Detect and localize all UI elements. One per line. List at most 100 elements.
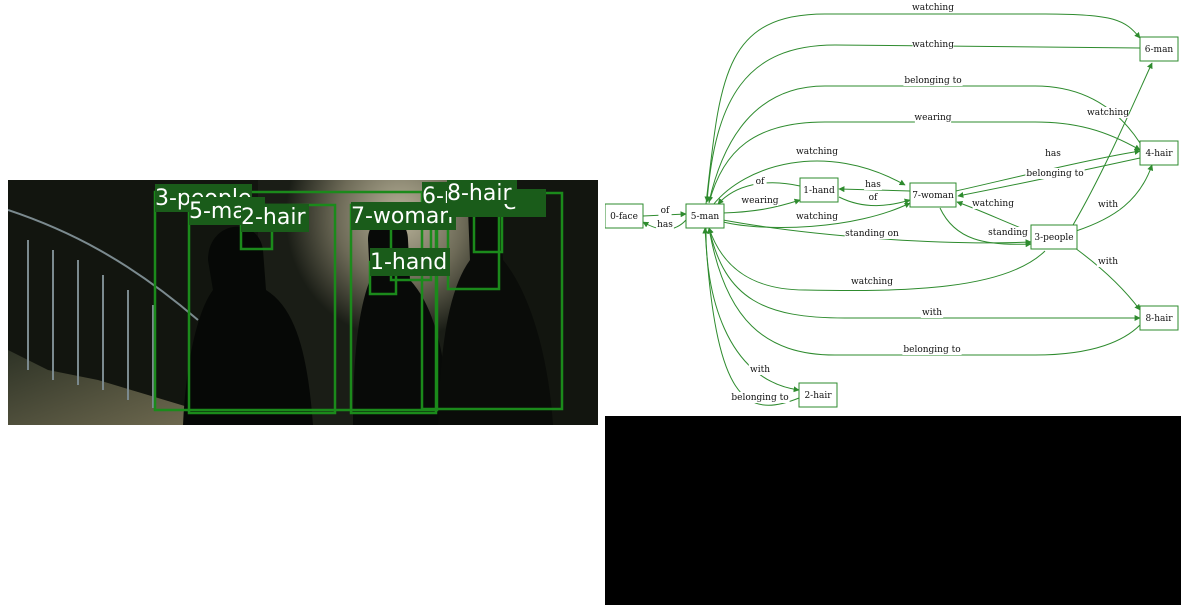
edge-6-man-to-5-man xyxy=(704,44,1141,203)
node-1-hand: 1-hand xyxy=(799,177,839,203)
node-label: 6-man xyxy=(1145,45,1174,55)
graph-edge-labels: watching watching belonging to wearing watch… xyxy=(656,2,1129,403)
edge-label-bg xyxy=(912,39,954,50)
node-label: 2-hair xyxy=(804,391,832,401)
scene-graph-svg: watching watching belonging to wearing watch… xyxy=(604,2,1179,408)
scene-graph: watching watching belonging to wearing watch… xyxy=(604,0,1181,415)
edge-5-man-to-7-woman xyxy=(722,202,911,229)
edge-label-bg xyxy=(656,219,674,230)
node-box xyxy=(1030,224,1078,250)
node-box xyxy=(1139,305,1179,331)
node-box xyxy=(604,203,644,229)
edge-label-2-hair-to-5-man: belonging to xyxy=(731,393,788,403)
det-label-8-hair: 8-hair xyxy=(447,181,512,206)
node-box xyxy=(1139,36,1179,62)
edge-label-0-face-to-5-man: of xyxy=(661,206,670,216)
edge-label-1-hand-to-7-woman: of xyxy=(869,193,878,203)
edge-label-bg xyxy=(1025,168,1085,179)
edge-label-bg xyxy=(972,198,1014,209)
edge-2-hair-to-5-man xyxy=(702,227,800,406)
edge-label-bg xyxy=(851,276,893,287)
edge-label-bg xyxy=(844,228,900,239)
edge-label-bg xyxy=(748,364,772,375)
edge-label-bg xyxy=(903,75,963,86)
edge-label-bg xyxy=(987,227,1043,238)
node-8-hair: 8-hair xyxy=(1139,305,1179,331)
node-label: 0-face xyxy=(610,212,638,222)
edge-label-8-hair-to-5-man: belonging to xyxy=(903,345,960,355)
scene-photo-svg: 3-people 5-man 2-hair 7-woman 0-face 6-m… xyxy=(8,180,598,425)
node-6-man: 6-man xyxy=(1139,36,1179,62)
edge-label-5-man-to-8-hair: with xyxy=(922,308,942,318)
edge-1-hand-to-5-man xyxy=(717,182,801,205)
edge-label-3-people-to-6-man: watching xyxy=(1087,108,1129,118)
edge-label-bg xyxy=(753,176,767,187)
edge-5-man-to-1-hand xyxy=(722,198,801,214)
edge-label-bg xyxy=(912,2,954,13)
node-box xyxy=(798,382,838,408)
edge-label-bg xyxy=(796,211,838,222)
node-label: 8-hair xyxy=(1145,314,1173,324)
node-box xyxy=(799,177,839,203)
edge-label-4-hair-to-7-woman: belonging to xyxy=(1026,169,1083,179)
node-box xyxy=(909,182,957,208)
scene-photo: 3-people 5-man 2-hair 7-woman 0-face 6-m… xyxy=(8,180,598,425)
edge-label-4-hair-to-5-man: belonging to xyxy=(904,76,961,86)
edge-label-bg xyxy=(730,392,790,403)
empty-black-panel xyxy=(605,416,1181,605)
edge-label-bg xyxy=(658,205,672,216)
edge-label-5-man-to-2-hair: with xyxy=(750,365,770,375)
edge-label-5-man-to-3-people: standing on xyxy=(845,229,899,239)
edge-label-1-hand-to-5-man: of xyxy=(756,177,765,187)
edge-5-man-to-6-man xyxy=(705,13,1141,205)
edge-label-bg xyxy=(741,195,779,206)
edge-label-5-man-to-1-hand: wearing xyxy=(741,196,778,206)
label-bg-2-hair xyxy=(241,204,309,232)
node-5-man: 5-man xyxy=(685,203,725,229)
node-label: 3-people xyxy=(1034,233,1073,243)
edge-label-bg xyxy=(902,344,962,355)
edge-label-3-people-to-7-woman: watching xyxy=(972,199,1014,209)
graph-nodes: 0-face 5-man 1-hand 7-woman 3-people 6-man 4-h… xyxy=(604,36,1179,408)
node-box xyxy=(685,203,725,229)
edge-label-3-people-to-8-hair: with xyxy=(1098,257,1118,267)
edge-5-man-to-7-woman xyxy=(712,160,906,206)
edge-label-5-man-to-0-face: has xyxy=(657,220,673,230)
edge-8-hair-to-5-man xyxy=(706,227,1141,356)
edge-label-5-man-to-7-woman: watching xyxy=(796,147,838,157)
edge-7-woman-to-3-people xyxy=(939,207,1032,248)
edge-label-3-people-to-5-man: watching xyxy=(851,277,893,287)
edge-label-5-man-to-6-man: watching xyxy=(912,3,954,13)
node-label: 1-hand xyxy=(803,186,835,196)
edge-label-5-man-to-4-hair: wearing xyxy=(914,113,951,123)
edge-label-bg xyxy=(866,192,880,203)
label-bg-8-hair xyxy=(447,180,517,204)
edge-label-bg xyxy=(1044,148,1062,159)
edge-label-bg xyxy=(796,146,838,157)
edge-label-bg xyxy=(914,112,952,123)
node-label: 4-hair xyxy=(1145,149,1173,159)
det-label-1-hand: 1-hand xyxy=(370,250,447,275)
edge-label-7-woman-to-4-hair: has xyxy=(1045,149,1061,159)
edge-label-7-woman-to-3-people: standing on xyxy=(988,228,1042,238)
node-7-woman: 7-woman xyxy=(909,182,957,208)
edge-label-7-woman-to-1-hand: has xyxy=(865,180,881,190)
edge-label-bg xyxy=(920,307,944,318)
det-label-2-hair: 2-hair xyxy=(241,205,306,230)
edge-3-people-to-6-man xyxy=(1072,62,1153,226)
edge-3-people-to-5-man xyxy=(707,227,1046,291)
edge-5-man-to-4-hair xyxy=(708,121,1141,204)
node-label: 7-woman xyxy=(912,191,954,201)
node-3-people: 3-people xyxy=(1030,224,1078,250)
node-2-hair: 2-hair xyxy=(798,382,838,408)
edge-3-people-to-8-hair xyxy=(1074,247,1141,311)
edge-1-hand-to-7-woman xyxy=(838,196,911,207)
edge-5-man-to-8-hair xyxy=(708,227,1141,321)
edge-label-bg xyxy=(1096,256,1120,267)
label-bg-1-hand xyxy=(370,248,450,276)
edge-label-bg xyxy=(1087,107,1129,118)
node-4-hair: 4-hair xyxy=(1139,140,1179,166)
detection-boxes xyxy=(153,190,564,415)
graph-edges xyxy=(642,13,1154,406)
edge-label-5-man-to-7-woman: watching xyxy=(796,212,838,222)
